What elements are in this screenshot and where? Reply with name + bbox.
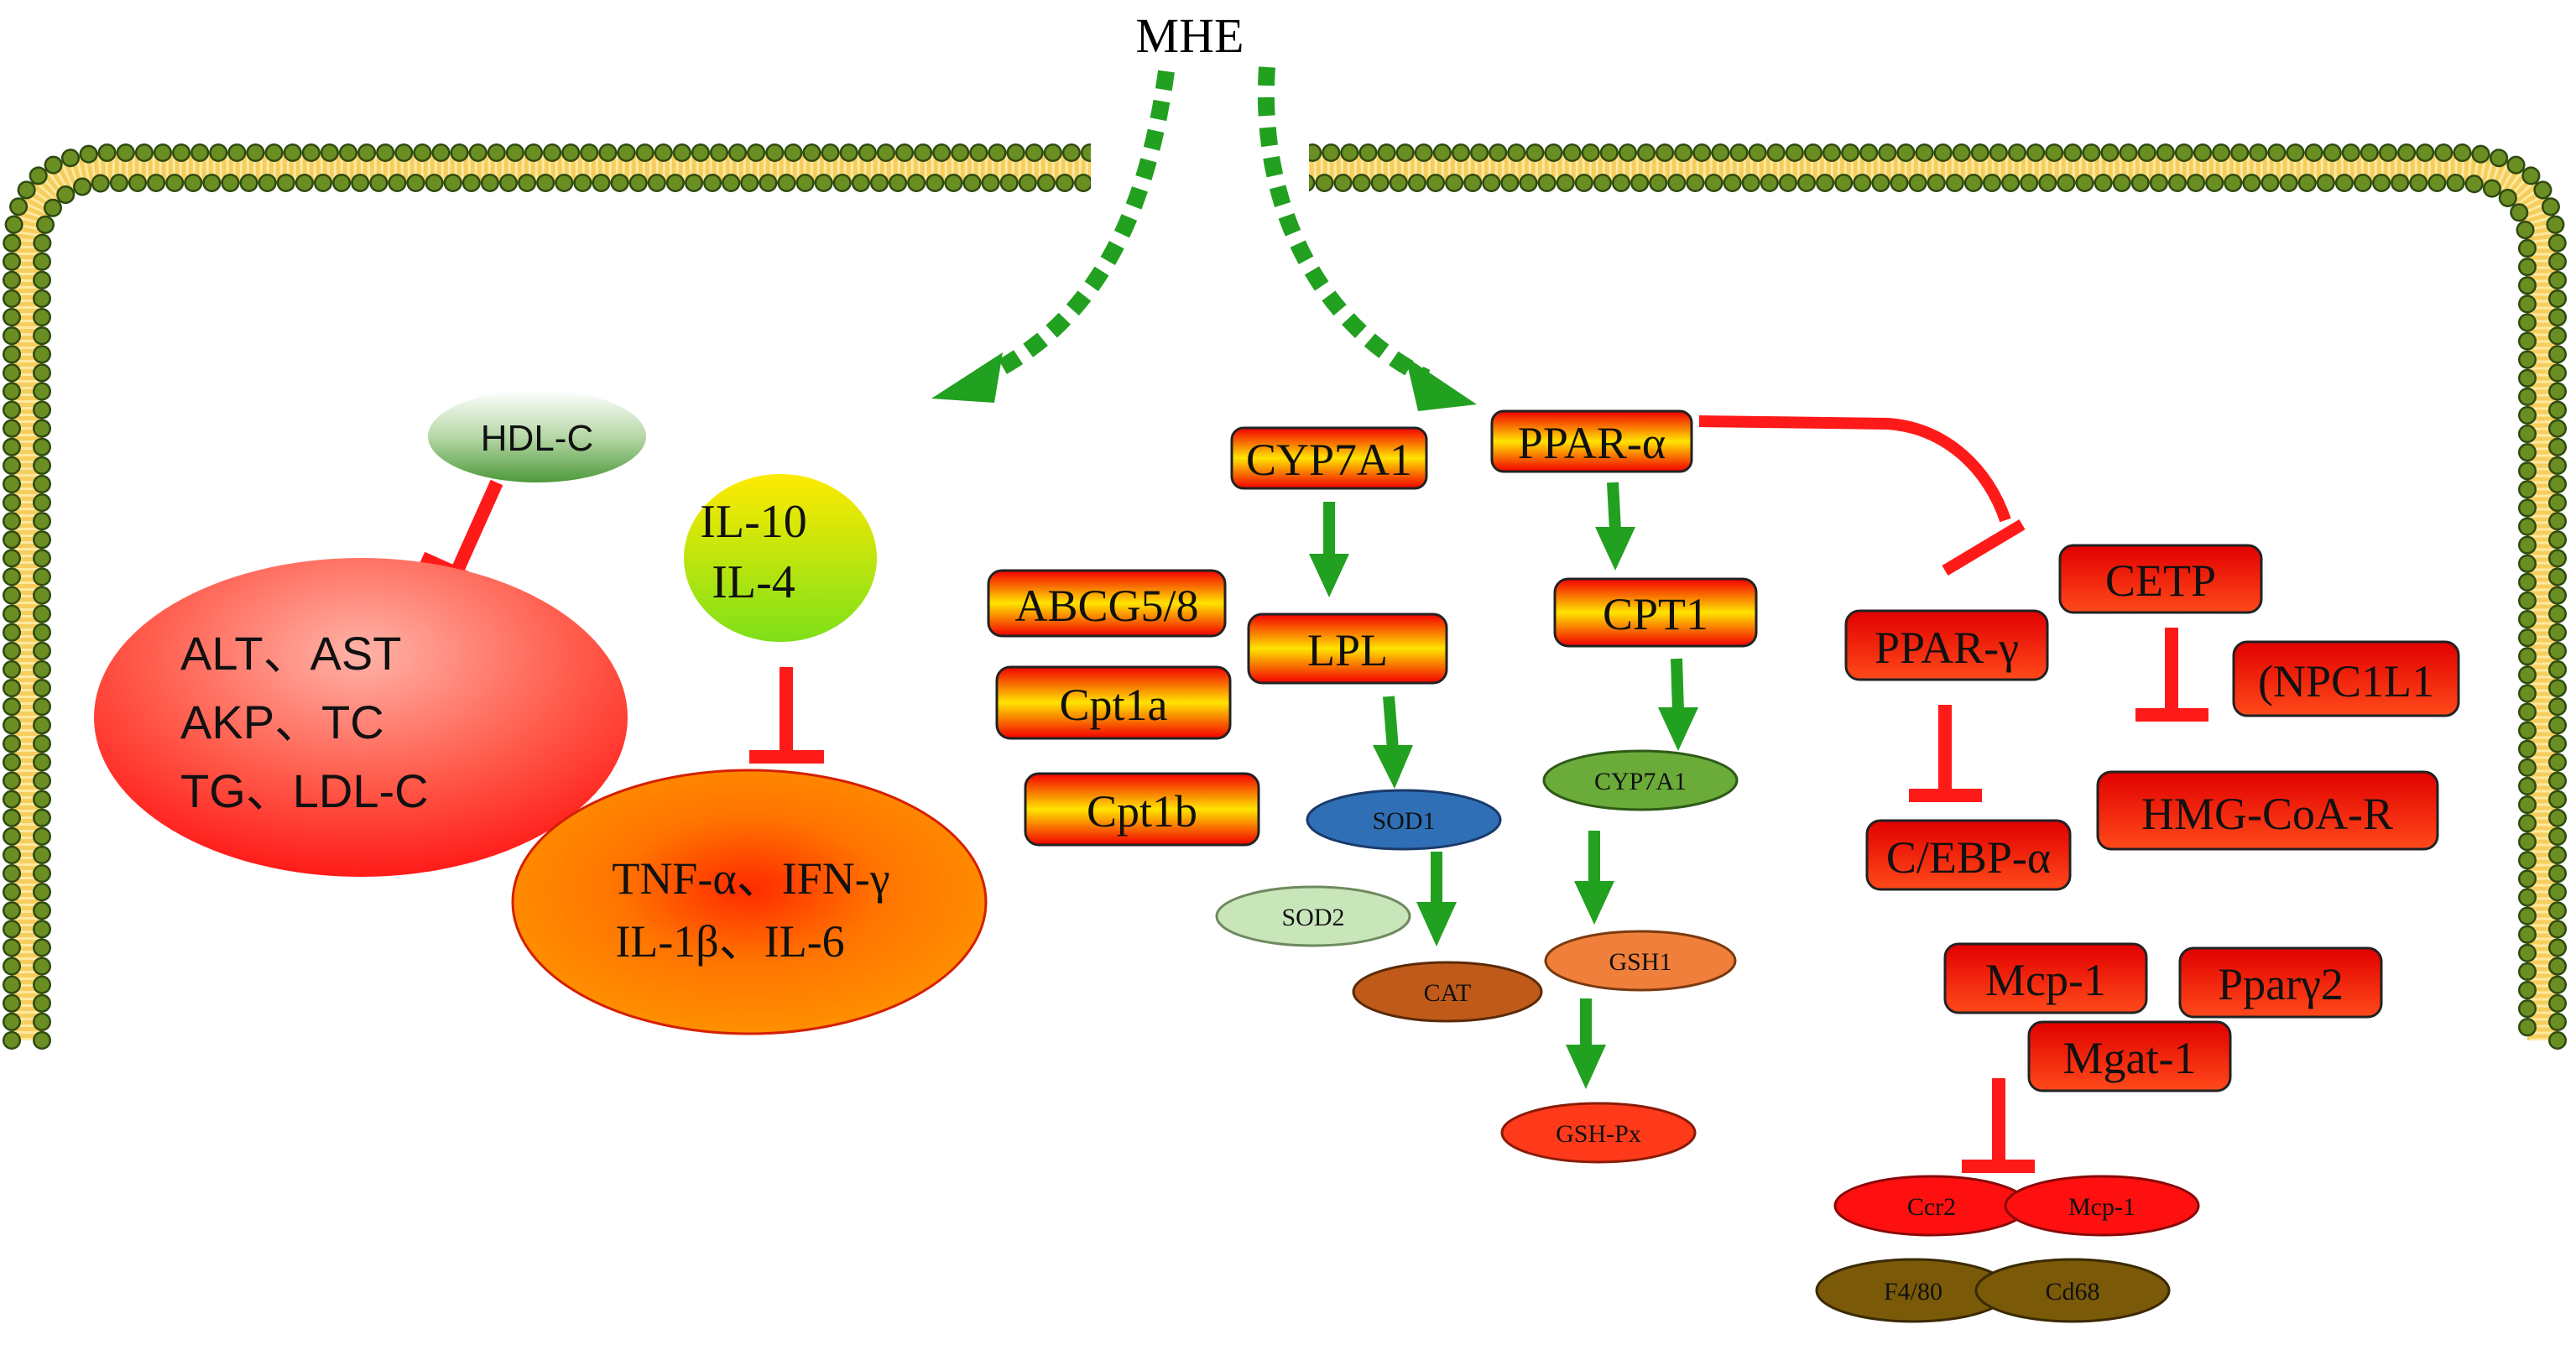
lpl-box (1247, 613, 1448, 685)
anti-inflammatory-node (684, 474, 877, 642)
mcp1-label: Mcp-1 (1985, 955, 2106, 1005)
mcp1-small-node (2004, 1175, 2200, 1237)
ppar-alpha-inhibit-arrow (1698, 415, 2026, 576)
gsh-px-label: GSH-Px (1556, 1120, 1641, 1148)
liver-marker-line-2: AKP、TC (180, 696, 384, 748)
gsh1-node (1544, 930, 1737, 992)
ppar-gamma-label: PPAR-γ (1875, 623, 2019, 673)
liver-markers-node (94, 558, 628, 877)
arrowhead-left (931, 352, 1003, 403)
activate-arrow-gsh1-gshpx (1566, 998, 1606, 1089)
pro-inflammatory-node (511, 769, 988, 1035)
cat-node (1352, 961, 1543, 1023)
ccr2-label: Ccr2 (1907, 1193, 1956, 1221)
lpl-label: LPL (1307, 625, 1388, 675)
il-inhibit-arrow (749, 667, 824, 764)
pparg2-label: Pparγ2 (2218, 959, 2344, 1009)
mgat-box (2027, 1020, 2232, 1092)
sod1-node (1306, 789, 1502, 851)
mcp1-small-label: Mcp-1 (2068, 1193, 2135, 1221)
cetp-inhibit-arrow (2135, 628, 2208, 722)
abcg-label: ABCG5/8 (1014, 581, 1198, 631)
gsh1-label: GSH1 (1609, 948, 1671, 976)
activate-arrow-sod1-cat (1416, 852, 1457, 946)
ppar-alpha-box (1490, 409, 1693, 473)
activate-arrow-cyp-gsh1 (1574, 831, 1614, 925)
cpt1a-box (995, 665, 1232, 740)
cyp7a1-label: CYP7A1 (1594, 768, 1687, 795)
npc-box (2232, 640, 2460, 717)
cetp-box (2058, 544, 2263, 614)
mgat-label: Mgat-1 (2063, 1033, 2197, 1083)
sod1-label: SOD1 (1372, 807, 1435, 835)
ppar-gamma-box (1844, 609, 2049, 681)
cetp-label: CETP (2105, 555, 2216, 606)
liver-marker-line-1: ALT、AST (180, 627, 401, 680)
ppar-alpha-label: PPAR-α (1518, 418, 1666, 468)
il10-label: IL-10 (700, 496, 807, 548)
il4-label: IL-4 (712, 556, 795, 608)
activate-arrow-cpt1-cyp (1658, 658, 1698, 751)
cat-label: CAT (1424, 979, 1472, 1007)
hmg-box (2096, 770, 2439, 851)
cpt1b-label: Cpt1b (1087, 786, 1197, 837)
cpt1-label: CPT1 (1603, 589, 1708, 639)
activate-arrow-lpl-sod1 (1373, 696, 1413, 789)
hdl-node (428, 390, 646, 482)
cyp7a1-top-box (1230, 426, 1428, 490)
activate-arrow-ppar-cpt1 (1595, 482, 1635, 571)
pparg2-box (2178, 946, 2383, 1019)
cebp-label: C/EBP-α (1886, 832, 2051, 883)
liver-marker-line-3: TG、LDL-C (180, 764, 429, 817)
tnf-label: TNF-α、IFN-γ (612, 853, 889, 904)
gsh-px-node (1500, 1102, 1697, 1164)
cyp7a1-node (1542, 749, 1739, 811)
stimulus-label: MHE (1136, 8, 1244, 63)
abcg-box (987, 569, 1227, 638)
sod2-node (1215, 885, 1411, 947)
ppar-gamma-inhibit-arrow (1909, 705, 1982, 802)
cpt1-box (1553, 577, 1758, 648)
mgat-inhibit-arrow (1962, 1078, 2035, 1173)
cyp7a1-top-label: CYP7A1 (1246, 435, 1412, 485)
mcp1-box (1943, 942, 2148, 1014)
npc-label: (NPC1L1 (2258, 656, 2434, 706)
hdl-label: HDL-C (481, 418, 593, 459)
cd68-node (1974, 1258, 2171, 1323)
sod2-label: SOD2 (1281, 904, 1344, 931)
arrowhead-right (1405, 357, 1477, 411)
hmg-label: HMG-CoA-R (2141, 789, 2393, 839)
cpt1b-box (1024, 772, 1260, 847)
activate-arrow-cyp-lpl (1309, 502, 1349, 597)
il1-label: IL-1β、IL-6 (615, 916, 844, 967)
stimulus-arrows (931, 66, 1477, 411)
cpt1a-label: Cpt1a (1060, 680, 1168, 730)
f480-label: F4/80 (1884, 1278, 1942, 1306)
cebp-box (1865, 819, 2072, 891)
cd68-label: Cd68 (2045, 1278, 2099, 1306)
